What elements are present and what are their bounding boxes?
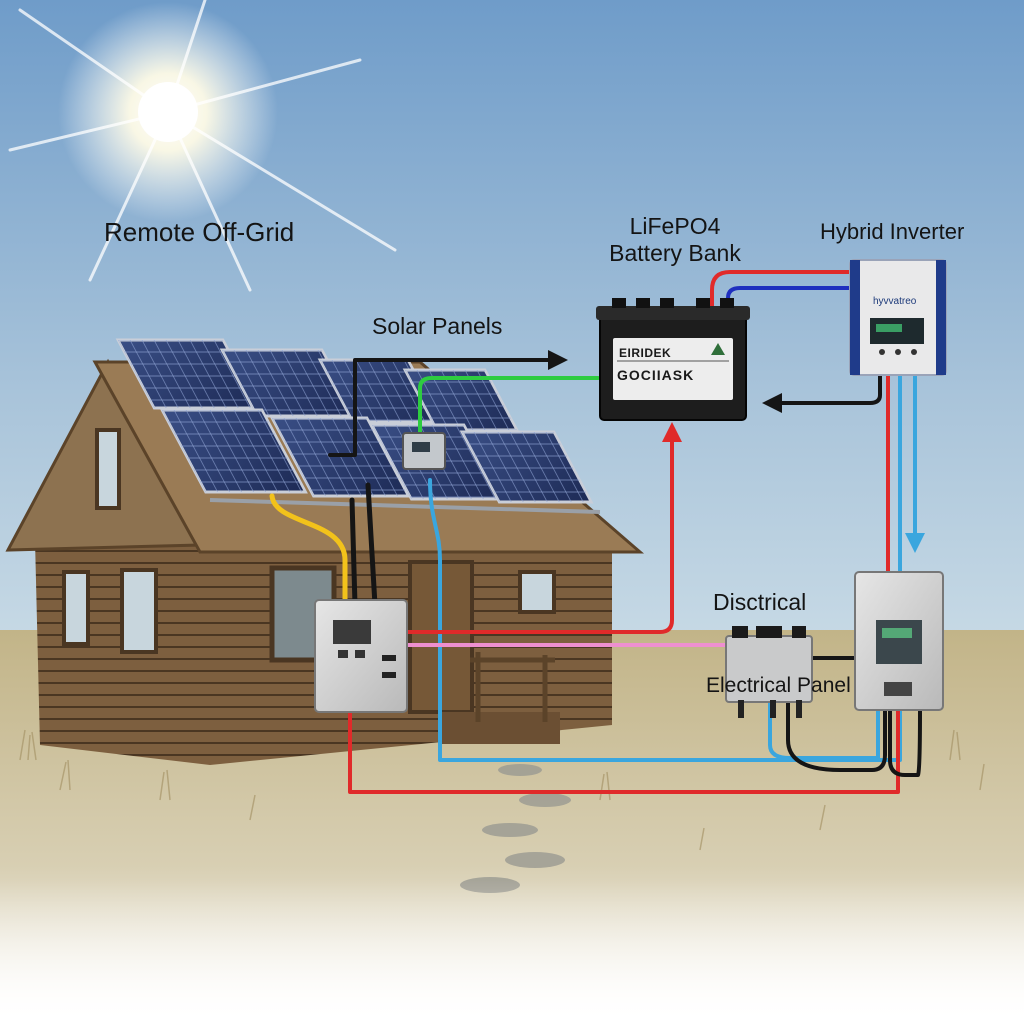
- solar-panels-label: Solar Panels: [372, 313, 503, 339]
- wire-black-to-battery: [328, 350, 568, 457]
- grass-tufts: [19, 729, 985, 851]
- wire-red-battery-to-inverter: [710, 270, 852, 312]
- wire-black-dc-loop: [786, 698, 887, 772]
- bottom-fade: [0, 880, 1024, 1024]
- log-cabin: [5, 358, 645, 765]
- battery-bank-label: LiFePO4 Battery Bank: [609, 213, 741, 267]
- house-combiner-box: [314, 599, 408, 713]
- inverter-brand-text: hyvvatreo: [873, 296, 917, 307]
- wire-blue-dc-loop: [768, 698, 880, 760]
- battery-brand-text: EIRIDEK: [619, 346, 672, 360]
- hybrid-inverter: [849, 259, 947, 376]
- wiring: [269, 270, 925, 794]
- scene-title: Remote Off-Grid: [104, 217, 295, 247]
- wire-blue-loop: [428, 363, 902, 762]
- dc-disconnect: [725, 626, 813, 718]
- hybrid-inverter-label: Hybrid Inverter: [820, 219, 965, 244]
- battery-label-line2: Battery Bank: [609, 240, 741, 266]
- wire-black-panel-loop: [888, 708, 922, 777]
- battery-model-text: GOCIIASK: [617, 367, 695, 383]
- wire-black-roof-1: [349, 497, 358, 608]
- wire-yellow: [269, 493, 348, 608]
- battery-label-line1: LiFePO4: [629, 213, 721, 239]
- wire-black-roof-2: [365, 482, 378, 608]
- charge-controller: [402, 432, 446, 470]
- disctrical-label: Disctrical: [713, 589, 807, 615]
- wire-black-inverter-to-battery: [762, 373, 882, 413]
- electrical-panel-box: [854, 571, 944, 711]
- wire-navy-battery-to-inverter: [726, 286, 852, 312]
- wire-red-from-box-to-battery: [403, 422, 682, 634]
- sun: [8, 0, 397, 292]
- wire-red-loop: [348, 708, 900, 794]
- solar-panel-array: [115, 338, 601, 514]
- wire-green-to-battery: [418, 376, 600, 442]
- electrical-panel-label: Electrical Panel: [706, 674, 851, 697]
- battery-bank: [596, 298, 750, 421]
